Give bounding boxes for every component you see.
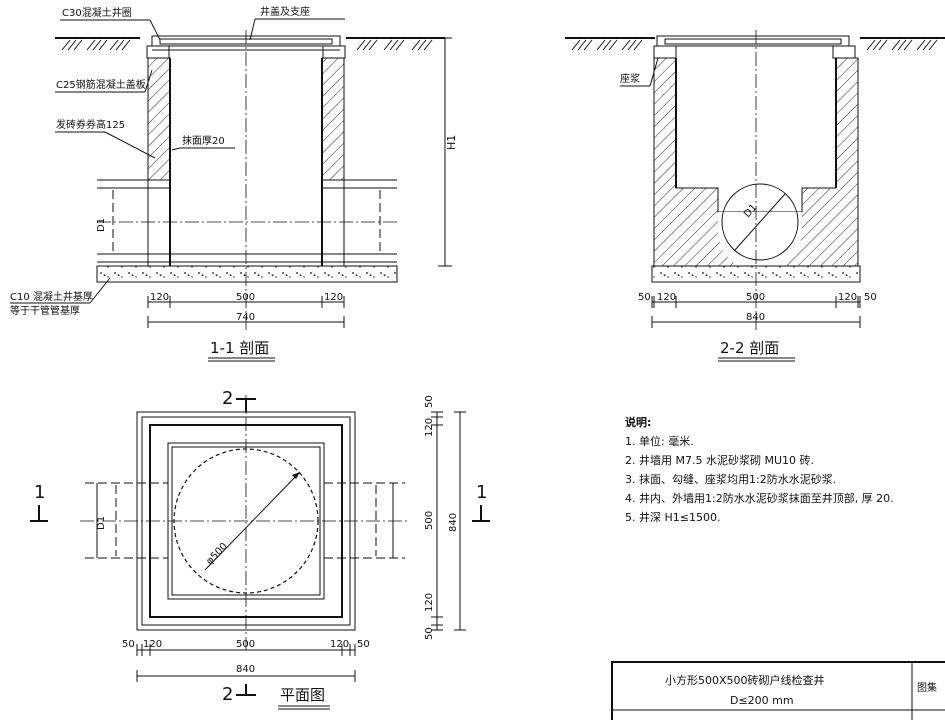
- manhole-cover-2: [653, 35, 856, 59]
- pipe-circle: [721, 183, 799, 261]
- plan-rdim-a: 50: [424, 395, 435, 408]
- section-2-2: D1 座浆 50 120 500 120 50 840 2-2 剖面: [565, 30, 945, 362]
- plan-rdim-e: 50: [424, 627, 435, 640]
- label-base: C10 混凝土井基厚: [10, 290, 93, 303]
- dim-wall-left: 120: [150, 292, 169, 303]
- section-title-2-2: 2-2 剖面: [720, 339, 779, 357]
- title-main: 小方形500X500砖砌户线检查井: [665, 673, 825, 687]
- concrete-base: [96, 265, 398, 283]
- plan-dim-d: 120: [330, 639, 349, 650]
- leaders: [10, 18, 345, 304]
- plan-dim-e: 50: [357, 639, 370, 650]
- plan-dims-bottom: [136, 644, 356, 682]
- width-dimensions-2: [651, 296, 861, 328]
- plan-dia: φ500: [204, 541, 230, 567]
- notes-heading: 说明:: [625, 415, 651, 429]
- label-cover: 井盖及支座: [260, 5, 310, 18]
- section-1-1: H1 D1 C30混凝土井圈 井盖及支座 C25钢筋混凝土盖板 发砖券券高125…: [10, 5, 458, 362]
- title-atlas: 图集: [917, 681, 937, 694]
- dim-wall-right: 120: [324, 292, 343, 303]
- section-title-1-1: 1-1 剖面: [210, 339, 269, 357]
- dim-total: 740: [236, 312, 255, 323]
- ground-line: [55, 37, 445, 51]
- cut-1-left: 1: [34, 482, 45, 503]
- cut-markers: [30, 398, 490, 696]
- width-dimensions: [147, 296, 345, 328]
- plan-dims-right: [431, 411, 466, 631]
- plan-view: φ500 D1 2 2 1 1 平面图: [30, 388, 490, 710]
- plan-dim-b: 120: [143, 639, 162, 650]
- plan-dim-total: 840: [236, 664, 255, 675]
- cut-1-right: 1: [476, 482, 487, 503]
- notes-block: 说明: 1. 单位: 毫米. 2. 井墙用 M7.5 水泥砂浆砌 MU10 砖.…: [625, 415, 894, 524]
- plan-pipes: [80, 395, 410, 650]
- ground-line-2: [565, 37, 945, 51]
- plan-dim-c: 500: [236, 639, 255, 650]
- title-block: 小方形500X500砖砌户线检查井 D≤200 mm 图集: [611, 661, 945, 720]
- note-4: 4. 井内、外墙用1:2防水水泥砂浆抹面至井顶部, 厚 20.: [625, 491, 894, 505]
- plan-title: 平面图: [280, 686, 325, 704]
- depth-label: H1: [445, 135, 458, 150]
- note-3: 3. 抹面、勾缝、座浆均用1:2防水水泥砂浆.: [625, 472, 836, 486]
- pipe-label: D1: [96, 218, 107, 232]
- dim-2-e: 50: [864, 292, 877, 303]
- note-5: 5. 井深 H1≤1500.: [625, 510, 720, 524]
- dim-2-total: 840: [746, 312, 765, 323]
- title-sub: D≤200 mm: [730, 694, 794, 707]
- label-mortar: 座浆: [620, 72, 640, 85]
- label-ring: C30混凝土井圈: [62, 6, 132, 19]
- plan-rdim-total: 840: [448, 513, 459, 532]
- dim-2-a: 50: [638, 292, 651, 303]
- pipe-d1: [97, 179, 397, 263]
- cut-2-bottom: 2: [222, 684, 233, 705]
- dim-2-b: 120: [657, 292, 676, 303]
- dim-inner: 500: [236, 292, 255, 303]
- plan-pipe-label: D1: [96, 516, 107, 530]
- depth-dimension: H1: [438, 37, 458, 267]
- label-slab: C25钢筋混凝土盖板: [56, 78, 146, 91]
- note-1: 1. 单位: 毫米.: [625, 434, 694, 448]
- note-2: 2. 井墙用 M7.5 水泥砂浆砌 MU10 砖.: [625, 453, 814, 467]
- dim-2-c: 500: [746, 292, 765, 303]
- label-base-note: 等于干管管基厚: [10, 304, 80, 317]
- cut-2-top: 2: [222, 388, 233, 409]
- label-arch: 发砖券券高125: [56, 118, 125, 131]
- dim-2-d: 120: [838, 292, 857, 303]
- plan-rdim-d: 120: [424, 593, 435, 612]
- plan-dim-a: 50: [122, 639, 135, 650]
- plan-rdim-c: 500: [424, 511, 435, 530]
- label-plaster: 抹面厚20: [182, 134, 225, 147]
- plan-rdim-b: 120: [424, 418, 435, 437]
